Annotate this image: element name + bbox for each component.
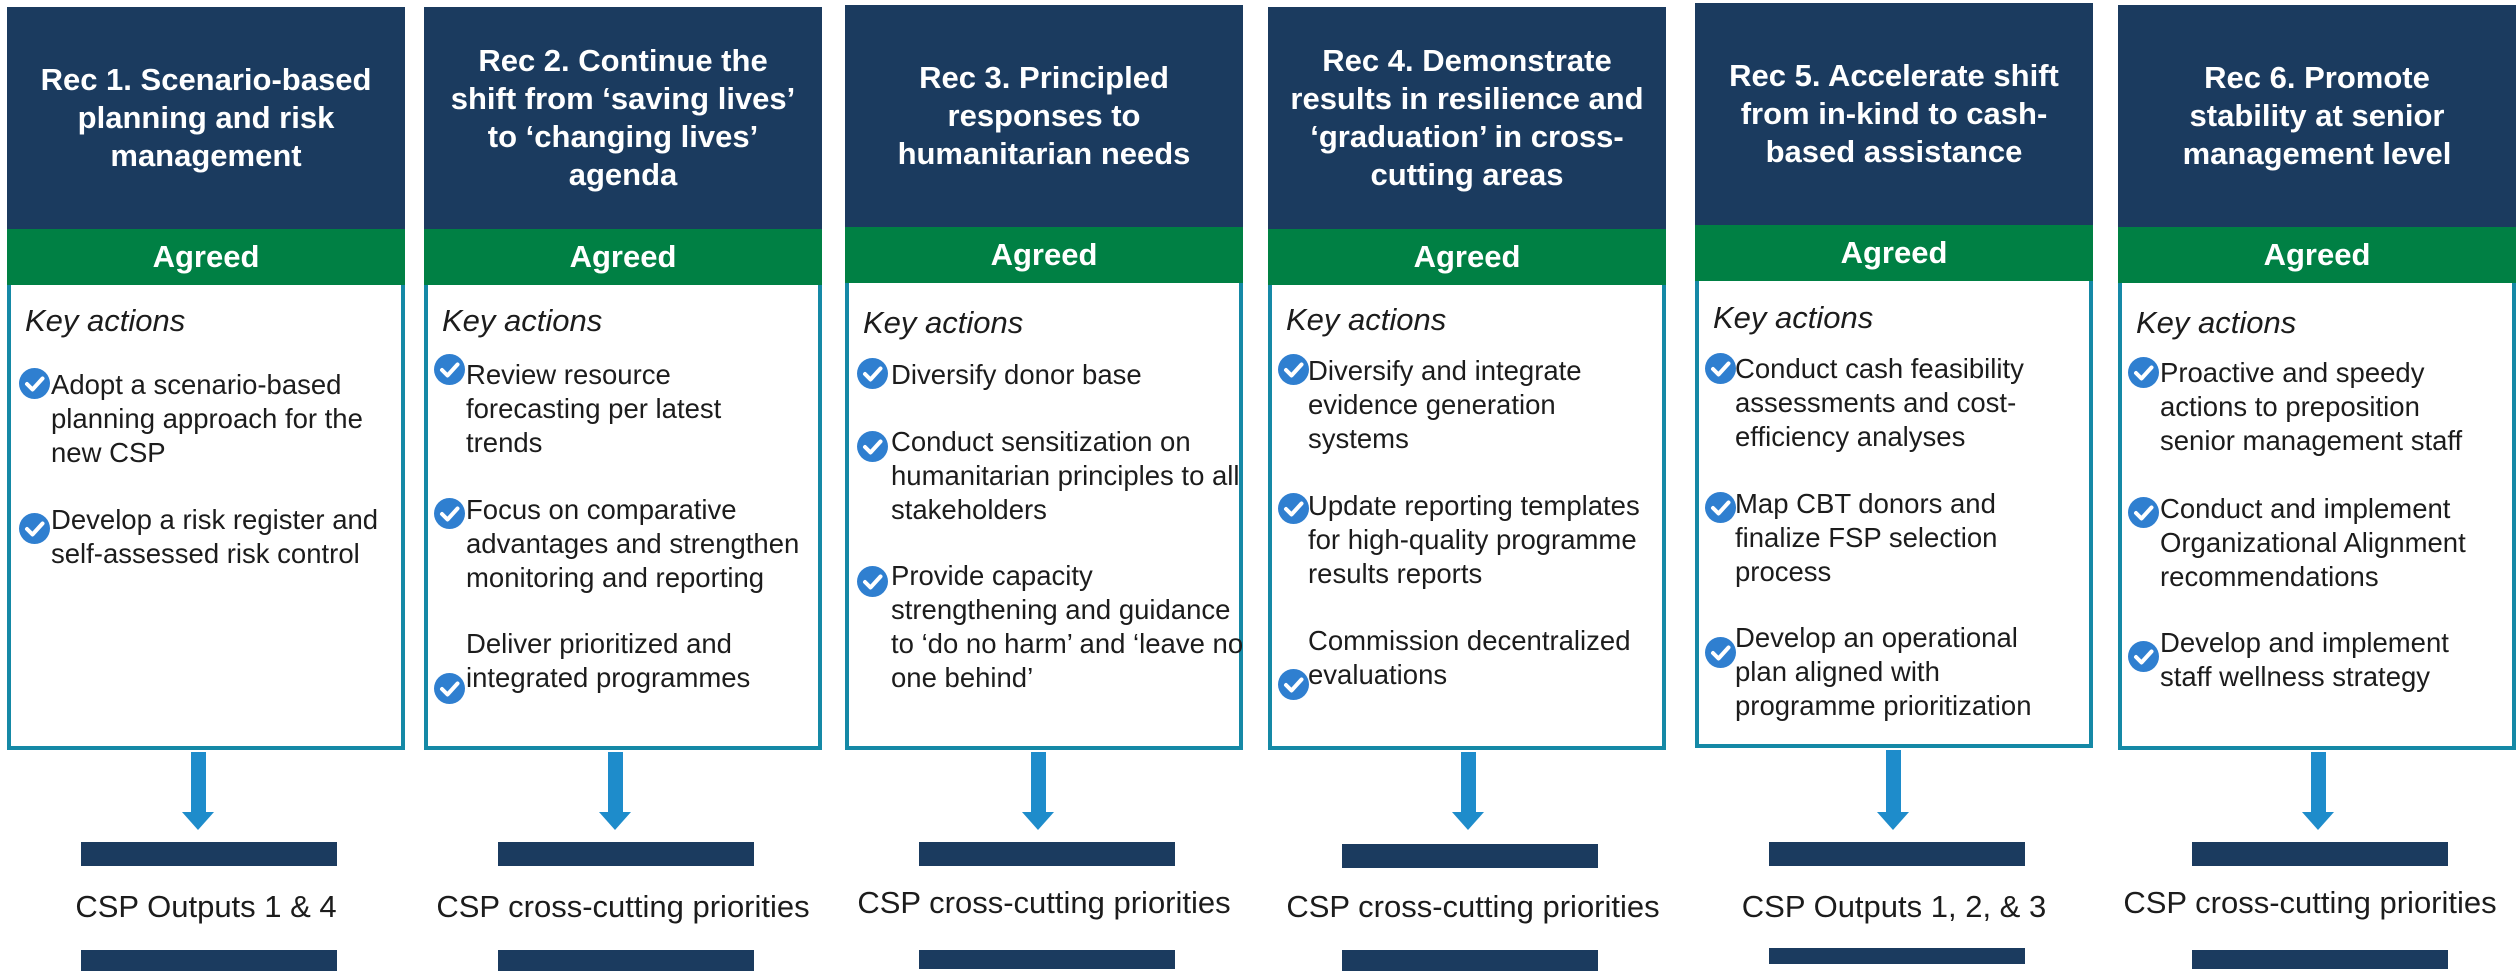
key-actions-heading: Key actions [1713,300,1874,335]
status-badge: Agreed [2118,227,2516,283]
key-action-item: Diversify and integrate evidence generat… [1308,355,1582,454]
rec-title: Rec 5. Accelerate shift from in-kind to … [1695,3,2093,225]
check-circle-icon [1705,492,1736,523]
arrow-down-head [1022,812,1054,830]
arrow-down-icon [1031,752,1046,812]
status-badge: Agreed [1268,229,1666,285]
key-action-item: Deliver prioritized and integrated progr… [466,628,751,693]
output-bar-bottom [1342,950,1598,971]
arrow-down-head [599,812,631,830]
arrow-down-head [2302,812,2334,830]
output-bar-top [1769,842,2025,866]
key-action-item: Adopt a scenario-based planning approach… [51,369,363,468]
check-circle-icon [2128,357,2159,388]
key-action-item: Conduct sensitization on humanitarian pr… [891,426,1240,525]
arrow-down-head [1877,812,1909,830]
rec-title: Rec 6. Promote stability at senior manag… [2118,5,2516,227]
rec-column-3: Rec 3. Principled responses to humanitar… [845,5,1243,969]
rec-title: Rec 1. Scenario-based planning and risk … [7,7,405,229]
arrow-down-icon [191,752,206,812]
arrow-down-icon [608,752,623,812]
status-badge: Agreed [1695,225,2093,281]
check-circle-icon [1705,353,1736,384]
check-circle-icon [19,513,50,544]
arrow-down-icon [1461,752,1476,812]
output-bar-top [2192,842,2448,866]
check-circle-icon [2128,641,2159,672]
arrow-down-icon [2311,752,2326,812]
output-bar-bottom [81,950,337,971]
check-circle-icon [1705,637,1736,668]
key-action-item: Diversify donor base [891,359,1142,390]
output-bar-bottom [1769,948,2025,964]
output-label: CSP cross-cutting priorities [857,885,1231,920]
rec-column-4: Rec 4. Demonstrate results in resilience… [1268,7,1666,971]
check-circle-icon [857,358,888,389]
output-bar-bottom [919,950,1175,969]
output-bar-bottom [498,950,754,971]
output-label: CSP cross-cutting priorities [2123,885,2497,920]
output-bar-top [1342,844,1598,868]
key-action-item: Proactive and speedy actions to preposit… [2160,357,2463,456]
arrow-down-head [1452,812,1484,830]
check-circle-icon [857,431,888,462]
rec-column-1: Rec 1. Scenario-based planning and risk … [7,7,405,971]
check-circle-icon [1278,493,1309,524]
key-action-item: Update reporting templates for high-qual… [1308,490,1640,589]
rec-title: Rec 3. Principled responses to humanitar… [845,5,1243,227]
output-label: CSP cross-cutting priorities [1286,889,1660,924]
rec-column-6: Rec 6. Promote stability at senior manag… [2118,5,2516,969]
check-circle-icon [434,673,465,704]
key-actions-heading: Key actions [2136,305,2297,340]
key-action-item: Provide capacity strengthening and guida… [891,560,1244,693]
key-actions-heading: Key actions [25,303,186,338]
check-circle-icon [857,566,888,597]
output-label: CSP cross-cutting priorities [436,889,810,924]
key-action-item: Commission decentralized evaluations [1308,625,1631,690]
key-action-item: Develop and implement staff wellness str… [2160,627,2449,692]
key-action-item: Conduct cash feasibility assessments and… [1735,353,2024,452]
output-label: CSP Outputs 1 & 4 [75,889,337,924]
check-circle-icon [19,368,50,399]
rec-title: Rec 4. Demonstrate results in resilience… [1268,7,1666,229]
key-action-item: Focus on comparative advantages and stre… [466,494,800,593]
output-bar-top [919,842,1175,866]
key-action-item: Develop an operational plan aligned with… [1735,622,2032,721]
key-action-item: Map CBT donors and finalize FSP selectio… [1735,488,1998,587]
status-badge: Agreed [424,229,822,285]
check-circle-icon [434,498,465,529]
output-bar-top [498,842,754,866]
output-bar-bottom [2192,950,2448,969]
check-circle-icon [434,354,465,385]
key-actions-heading: Key actions [442,303,603,338]
rec-title: Rec 2. Continue the shift from ‘saving l… [424,7,822,229]
check-circle-icon [1278,354,1309,385]
check-circle-icon [2128,497,2159,528]
rec-column-5: Rec 5. Accelerate shift from in-kind to … [1695,3,2093,964]
check-circle-icon [1278,669,1309,700]
arrow-down-icon [1886,750,1901,812]
rec-column-2: Rec 2. Continue the shift from ‘saving l… [424,7,822,971]
status-badge: Agreed [7,229,405,285]
key-action-item: Conduct and implement Organizational Ali… [2160,493,2466,592]
arrow-down-head [182,812,214,830]
output-label: CSP Outputs 1, 2, & 3 [1741,889,2047,924]
key-action-item: Develop a risk register and self-assesse… [51,504,379,569]
status-badge: Agreed [845,227,1243,283]
key-actions-heading: Key actions [1286,302,1447,337]
key-actions-heading: Key actions [863,305,1024,340]
output-bar-top [81,842,337,866]
key-action-item: Review resource forecasting per latest t… [466,359,722,458]
